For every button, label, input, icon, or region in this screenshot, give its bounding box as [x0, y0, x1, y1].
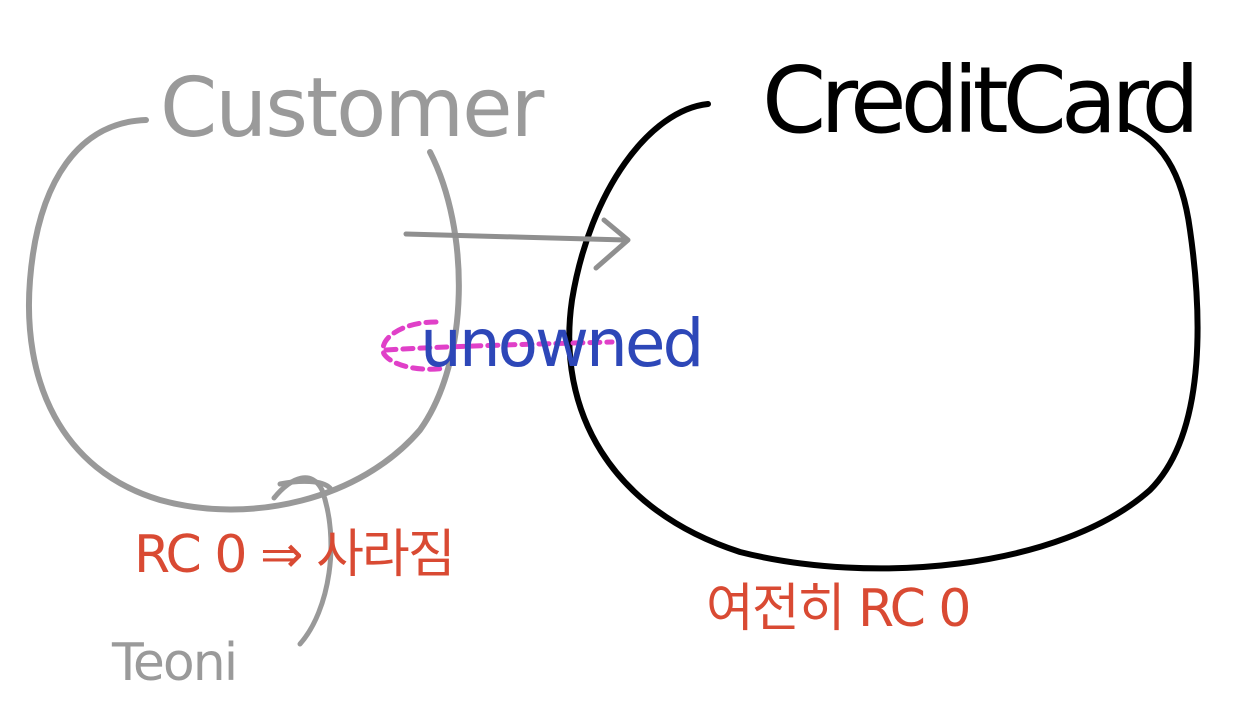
- unowned-label: unowned: [420, 305, 701, 382]
- credit-card-note: 여전히 RC 0: [706, 579, 970, 639]
- credit-card-circle: [566, 101, 1201, 572]
- credit-card-title: CreditCard: [762, 47, 1194, 154]
- customer-note: RC 0 ⇒ 사라짐: [134, 525, 454, 585]
- reference-arrowhead: [593, 217, 631, 271]
- reference-arrow: [403, 231, 629, 243]
- customer-title: Customer: [160, 61, 545, 156]
- unowned-highlight: [380, 319, 615, 372]
- customer-circle: [26, 117, 462, 513]
- bottom-reference-hook: [277, 478, 333, 491]
- customer-ref-label: Teoni: [111, 633, 236, 693]
